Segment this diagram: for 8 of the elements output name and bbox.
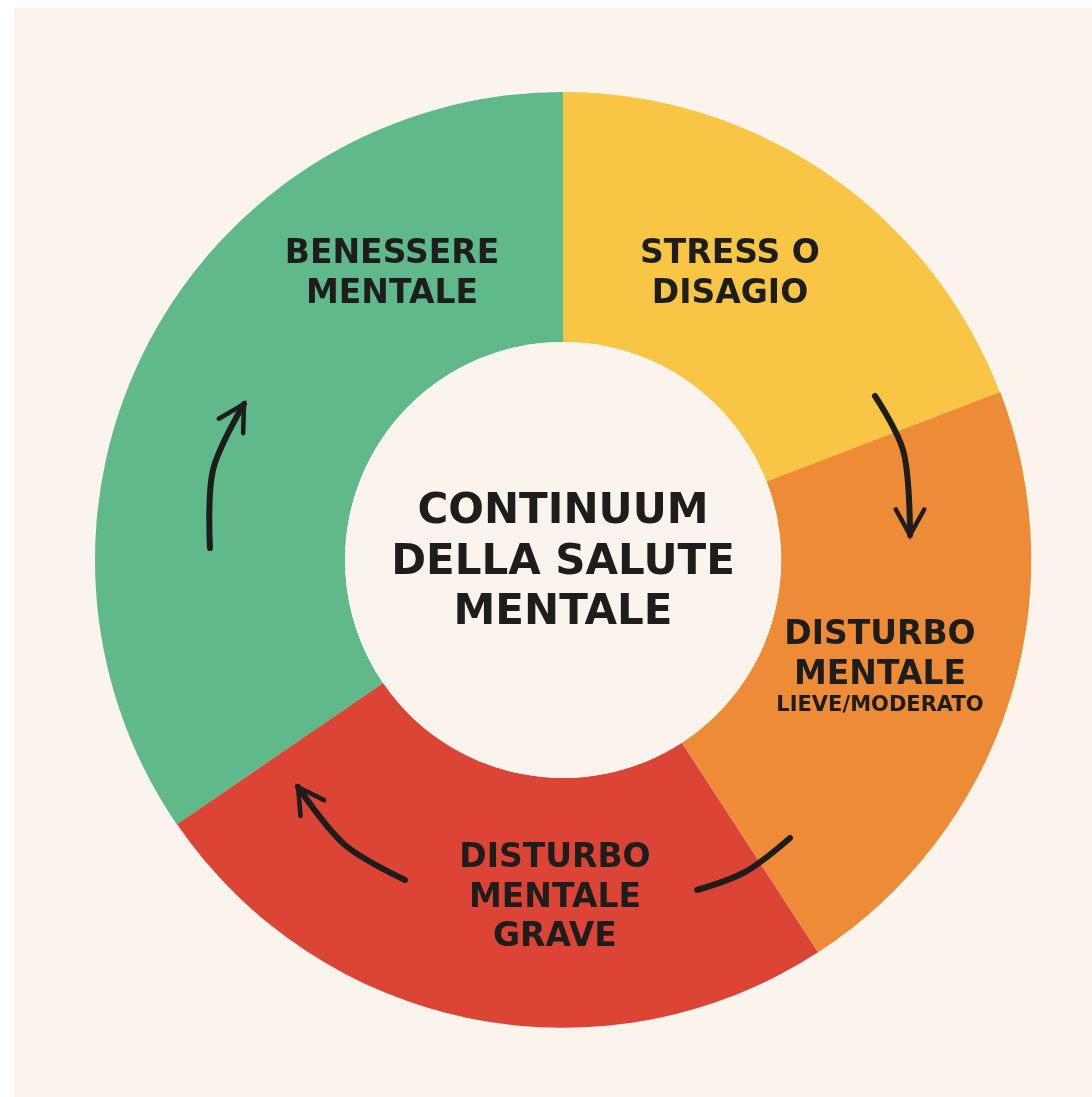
segment-label: STRESS O DISAGIO xyxy=(639,232,821,312)
segment-label: DISTURBO MENTALE GRAVE xyxy=(458,835,652,955)
arrow xyxy=(295,784,408,883)
segment-label: DISTURBO MENTALE xyxy=(783,612,977,692)
segment-sublabel: LIEVE/MODERATO xyxy=(775,692,985,718)
center-title: CONTINUUM DELLA SALUTE MENTALE xyxy=(390,484,736,636)
arrow xyxy=(872,393,927,538)
segment-label: BENESSERE MENTALE xyxy=(283,232,501,312)
